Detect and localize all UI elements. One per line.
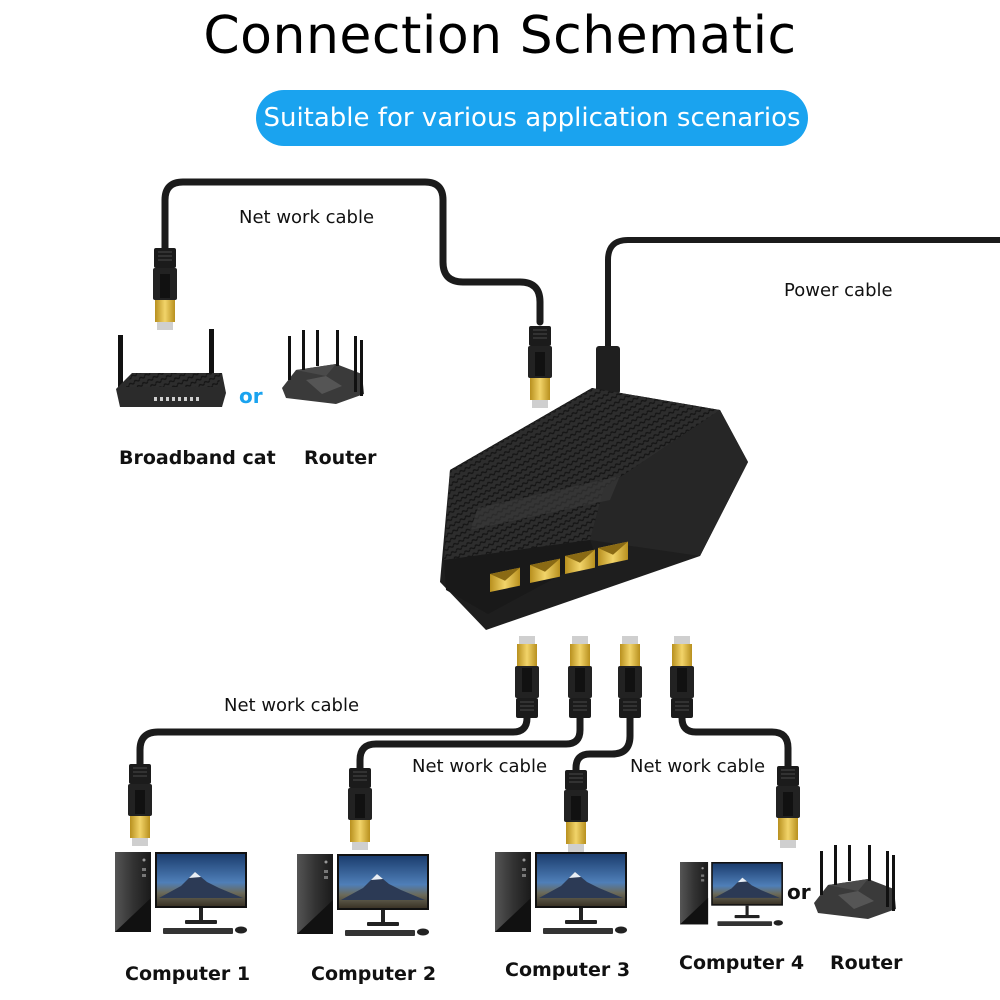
downstream-router-label: Router [830, 952, 903, 974]
subtitle-badge: Suitable for various application scenari… [256, 90, 808, 146]
broadband-modem-icon [116, 329, 226, 407]
computer4-connector-icon [775, 765, 801, 849]
downstream-cable-label-2: Net work cable [412, 756, 548, 777]
computer2-connector-icon [347, 767, 373, 851]
downstream-cable-label-3: Net work cable [630, 756, 766, 777]
computer3-connector-icon [563, 769, 589, 853]
upstream-or-label: or [239, 384, 263, 408]
broadband-cat-label: Broadband cat [119, 447, 276, 469]
page-title: Connection Schematic [203, 6, 797, 66]
computer-2-icon [297, 854, 429, 936]
downstream-cable-label-1: Net work cable [224, 695, 360, 716]
computer-3-icon [495, 852, 627, 934]
lan-port-4-icon [598, 541, 628, 566]
upstream-cable-label: Net work cable [239, 207, 375, 228]
switch-port1-connector-icon [514, 635, 540, 719]
computer-4-icon [680, 862, 783, 926]
computer-1-label: Computer 1 [125, 963, 251, 985]
switch-port2-connector-icon [567, 635, 593, 719]
computer-4-label: Computer 4 [679, 952, 805, 974]
switch-port4-connector-icon [669, 635, 695, 719]
upstream-cable-connector-icon [152, 247, 178, 331]
network-cable-3 [572, 716, 634, 778]
computer-2-label: Computer 2 [311, 963, 437, 985]
switch-port3-connector-icon [617, 635, 643, 719]
power-cable-label: Power cable [784, 280, 893, 301]
computer1-connector-icon [127, 763, 153, 847]
network-cable-1 [136, 716, 531, 768]
lan-port-3-icon [565, 549, 595, 574]
upstream-router-label: Router [304, 447, 377, 469]
network-cable-2 [356, 716, 584, 776]
upstream-network-cable [161, 178, 544, 326]
lan-port-1-icon [490, 567, 520, 592]
downstream-or-label: or [787, 880, 811, 904]
router-icon [282, 330, 364, 404]
lan-port-2-icon [530, 558, 560, 583]
computer-1-icon [115, 852, 247, 934]
computer-3-label: Computer 3 [505, 959, 631, 981]
power-cable [605, 237, 1000, 348]
downstream-router-icon [814, 845, 896, 919]
switch-ports [490, 541, 628, 592]
network-switch-icon [440, 388, 748, 630]
network-cable-4 [678, 716, 792, 772]
switch-uplink-connector-icon [527, 325, 553, 409]
